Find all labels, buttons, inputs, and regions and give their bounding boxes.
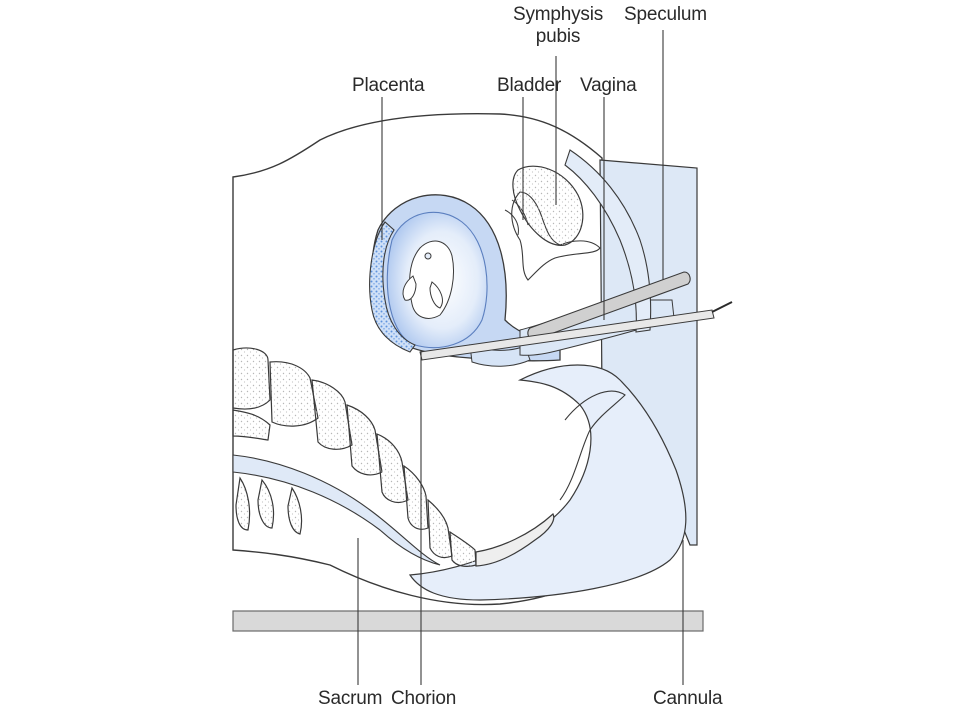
placenta: [369, 221, 416, 353]
spine: [232, 347, 477, 567]
table-surface: [232, 610, 704, 632]
rectum-inner-fold: [559, 390, 626, 501]
label-placenta: Placenta: [352, 75, 425, 96]
label-symphysis-pubis: Symphysis pubis: [513, 4, 603, 48]
speculum-rod: [527, 271, 691, 341]
label-bladder: Bladder: [497, 75, 562, 96]
label-vagina: Vagina: [580, 75, 637, 96]
cannula-tip: [711, 301, 733, 313]
label-cannula: Cannula: [653, 688, 723, 709]
leader-lines: [357, 30, 684, 685]
label-symphysis-line2: pubis: [535, 26, 581, 47]
label-chorion: Chorion: [391, 688, 457, 709]
label-speculum: Speculum: [624, 4, 707, 25]
label-sacrum: Sacrum: [318, 688, 383, 709]
posterior-tissue-band: [232, 454, 441, 566]
symphysis-bone: [512, 165, 584, 246]
embryo: [402, 240, 454, 319]
anterior-tissue: [564, 149, 652, 333]
rectum-region: [408, 364, 687, 601]
label-symphysis-line1: Symphysis: [513, 4, 604, 25]
coccyx: [475, 513, 555, 567]
